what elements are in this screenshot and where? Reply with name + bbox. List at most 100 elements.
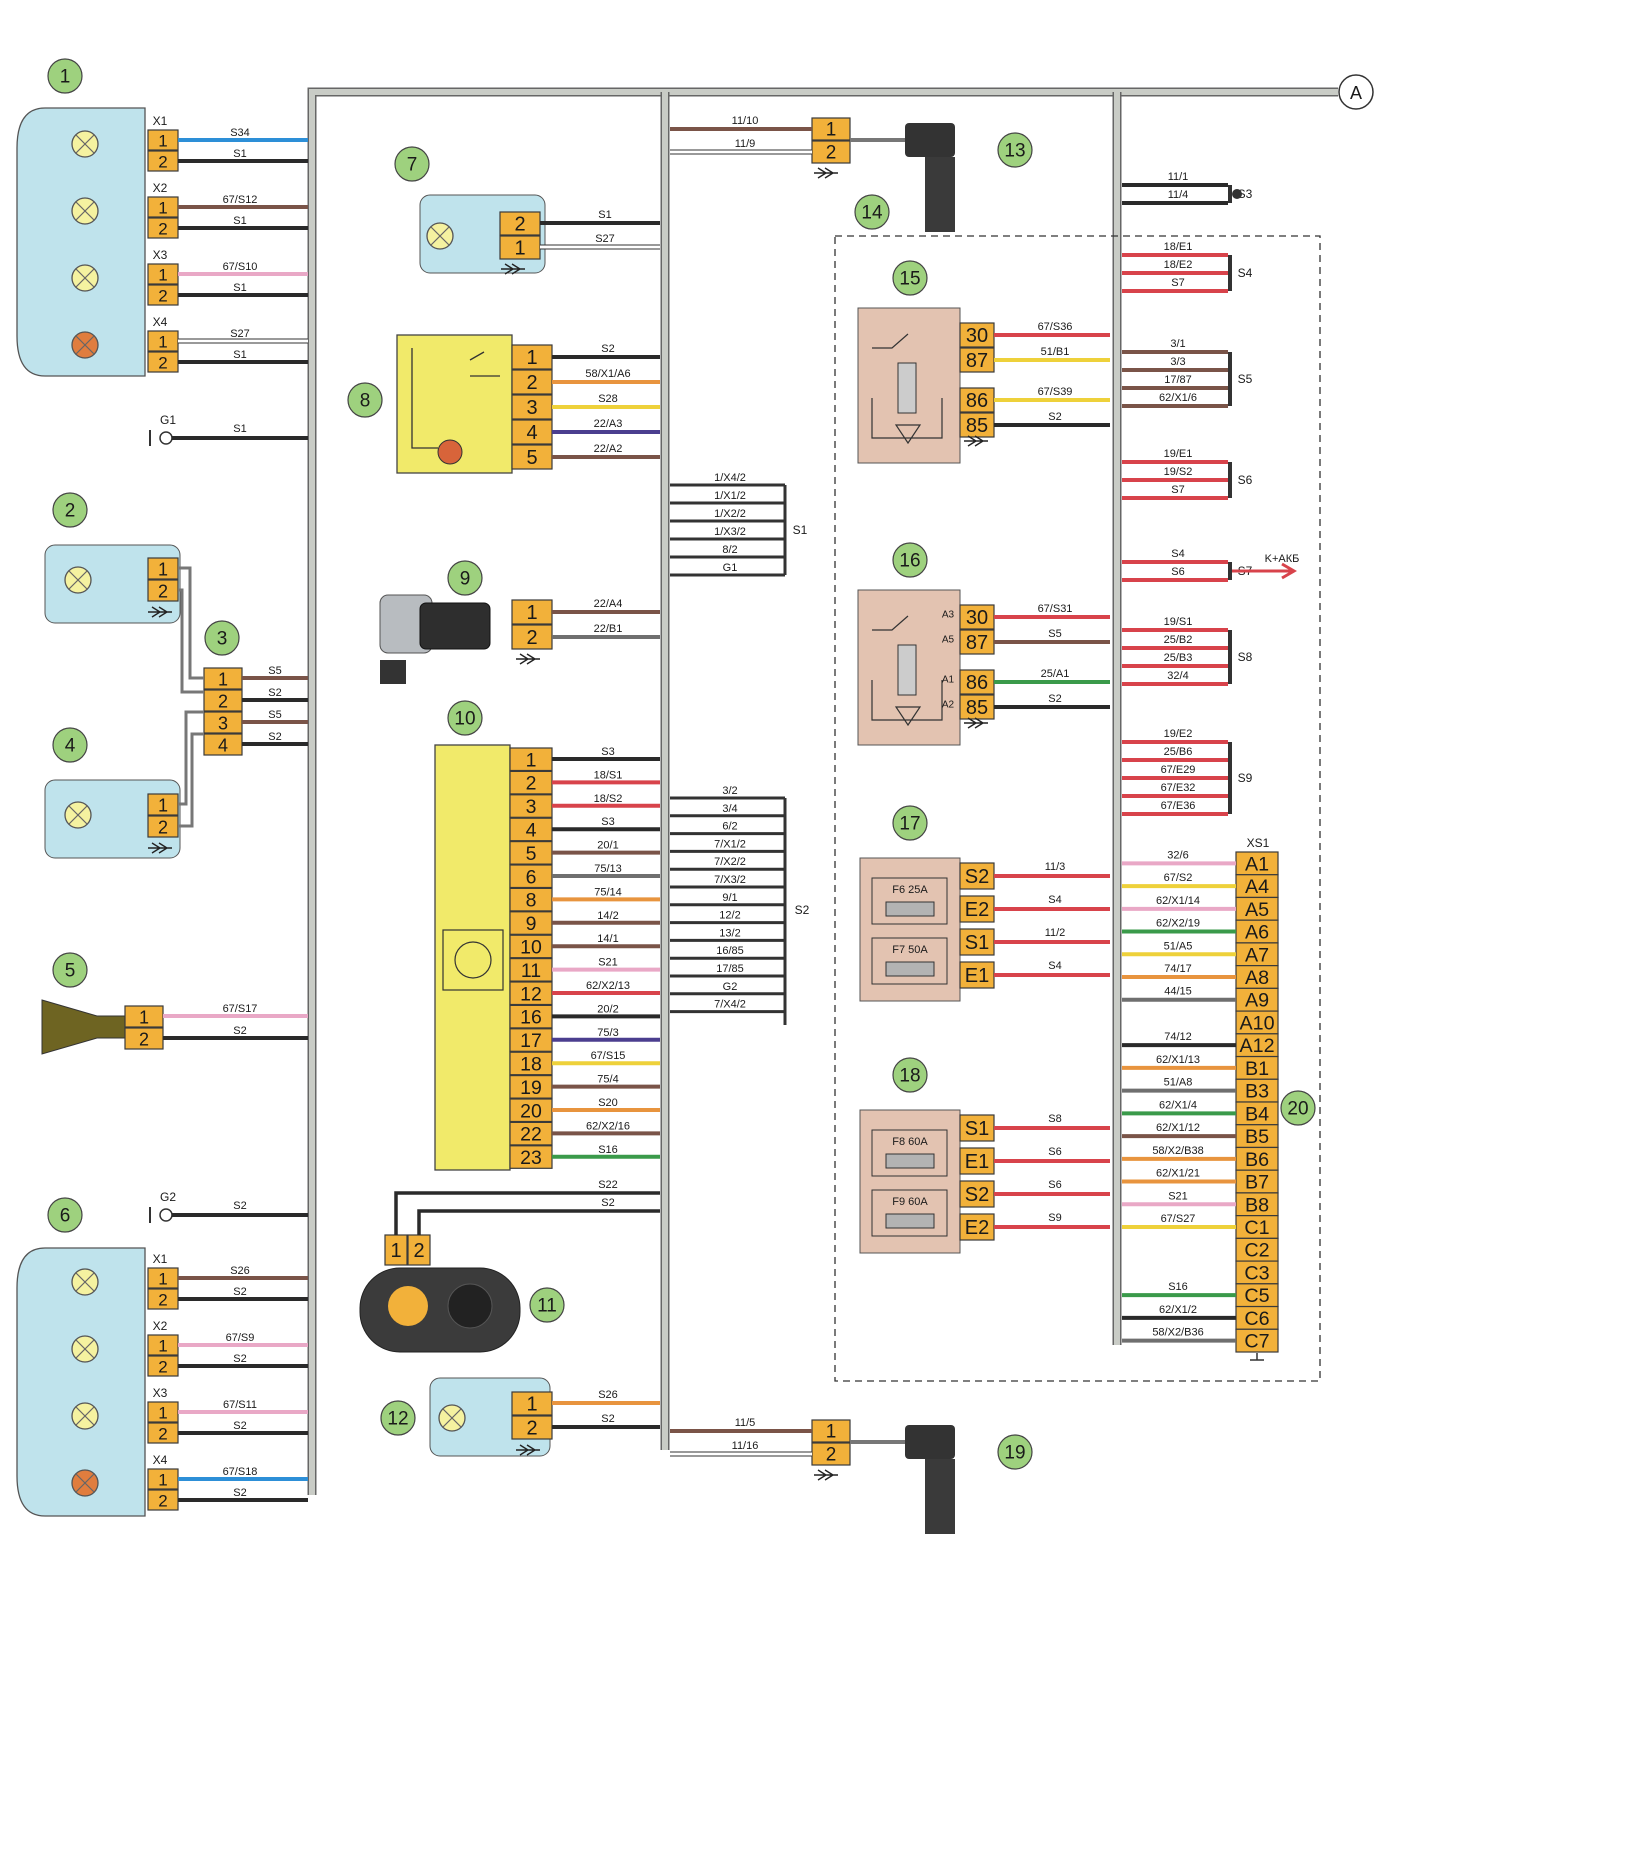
connector-pin-label: 86 <box>966 390 988 412</box>
connector-pin-label: 1 <box>158 132 167 151</box>
plug-mark <box>814 1469 838 1481</box>
callout-number: 13 <box>1004 141 1025 162</box>
wire-label: 67/S9 <box>226 1332 255 1344</box>
wire-label: S27 <box>595 233 615 245</box>
wire-label: 22/B1 <box>594 623 623 635</box>
wire-label: G1 <box>723 562 738 574</box>
wire-label: S2 <box>1048 411 1061 423</box>
relay-schematic <box>871 333 943 445</box>
callout-number: 18 <box>899 1066 920 1087</box>
wire-label: 58/X2/B36 <box>1152 1327 1203 1339</box>
sensor-icon <box>905 123 955 157</box>
xs1-pin-label: B7 <box>1245 1172 1269 1194</box>
wire-label: 6/2 <box>722 821 737 833</box>
connector-pin-label: S2 <box>965 866 989 888</box>
wire-label: 1/X3/2 <box>714 526 746 538</box>
connector-pin <box>959 1180 995 1208</box>
connector-pin-label: E1 <box>965 965 989 987</box>
connector-pin <box>959 961 995 989</box>
wire-label: 67/E32 <box>1161 782 1196 794</box>
xs1-pin-label: B8 <box>1245 1194 1269 1216</box>
callout-11 <box>529 1287 565 1323</box>
wire-label: 51/B1 <box>1041 346 1070 358</box>
connector-pin-label: 9 <box>526 913 537 935</box>
connector-pin-label: 2 <box>158 1358 167 1377</box>
callout-19 <box>997 1434 1033 1470</box>
connector-pin-label: 19 <box>520 1077 542 1099</box>
fuse-block-18 <box>859 1109 961 1254</box>
wire-label: S6 <box>1048 1179 1061 1191</box>
wire-label: 62/X1/14 <box>1156 895 1200 907</box>
wire-label: S4 <box>1171 548 1184 560</box>
transistor-icon <box>442 929 504 991</box>
wire-label: 18/S1 <box>594 769 623 781</box>
lamp-cross <box>68 805 88 825</box>
connector-pin-label: 1 <box>526 749 537 771</box>
wire-label: S2 <box>268 687 281 699</box>
callout-number: 8 <box>360 391 371 412</box>
callout-number: 1 <box>60 67 71 88</box>
plug-mark <box>964 435 988 447</box>
relay-coil-icon <box>897 362 917 414</box>
connector-pin-label: 10 <box>520 936 542 958</box>
wire-label: 19/E1 <box>1164 448 1193 460</box>
wire-label: 62/X1/2 <box>1159 1304 1197 1316</box>
connector-pin-label: 1 <box>158 266 167 285</box>
connector-pin-label: 1 <box>526 347 537 369</box>
lamp-cross <box>68 570 88 590</box>
wire-label: 75/3 <box>597 1027 618 1039</box>
connector-pin-label: 2 <box>826 143 837 164</box>
callout-number: 4 <box>65 736 76 757</box>
connector-pin <box>959 895 995 923</box>
wire-label: 67/S31 <box>1038 603 1073 615</box>
callout-12 <box>380 1400 416 1436</box>
wire-label: S7 <box>1171 277 1184 289</box>
xs1-label: XS1 <box>1247 836 1270 850</box>
connector-pin-label: 2 <box>526 773 537 795</box>
wire-label: S2 <box>1048 693 1061 705</box>
xs1-pin-label: C6 <box>1244 1308 1269 1330</box>
wire-label: S20 <box>598 1097 618 1109</box>
wire-label: S34 <box>230 127 250 139</box>
relay-terminal: A3 <box>942 610 955 621</box>
wire-label: 14/2 <box>597 910 618 922</box>
connector-pin-label: E1 <box>965 1151 989 1173</box>
wire-label: 11/1 <box>1168 171 1189 183</box>
splice-label: S5 <box>1238 372 1253 386</box>
wire-label: 62/X2/19 <box>1156 918 1200 930</box>
connector-pin-label: 3 <box>218 714 228 734</box>
connector-pin-label: 1 <box>158 1471 167 1490</box>
xs1-pin-label: A7 <box>1245 944 1269 966</box>
harness-bundle-main-fill <box>309 89 1338 1495</box>
wire-label: 16/85 <box>716 945 744 957</box>
connector-pin-label: 2 <box>514 214 525 236</box>
wire-label: 17/85 <box>716 963 744 975</box>
wire-label: 51/A8 <box>1164 1077 1193 1089</box>
connector-pin-label: 1 <box>158 199 167 218</box>
connector-pin-label: 4 <box>218 736 228 756</box>
connector-pin-label: 2 <box>158 582 168 602</box>
wire-label: 3/3 <box>1170 356 1185 368</box>
connector-pin-label: 87 <box>966 350 988 372</box>
connector-pin <box>511 444 553 470</box>
connector-pin-label: 2 <box>158 354 167 373</box>
fuse-frame <box>871 1129 948 1177</box>
socket-label: X4 <box>153 315 168 329</box>
xs1-pin-label: C2 <box>1244 1240 1269 1262</box>
motor-icon <box>437 439 463 465</box>
plug-mark <box>516 1444 540 1456</box>
wire-label: 67/S39 <box>1038 386 1073 398</box>
plug-mark <box>148 606 172 618</box>
callout-number: 10 <box>454 709 475 730</box>
callout-9 <box>447 560 483 596</box>
wire-label: 11/3 <box>1045 861 1066 873</box>
wire-label: S6 <box>1171 566 1184 578</box>
wire-label: S21 <box>1168 1190 1188 1202</box>
wire-label: 19/E2 <box>1164 728 1193 740</box>
relay-terminal: A5 <box>942 635 955 646</box>
callout-15 <box>892 260 928 296</box>
xs1-pin-label: B1 <box>1245 1058 1269 1080</box>
xs1-pin-label: B3 <box>1245 1081 1269 1103</box>
wire-label: 1/X4/2 <box>714 472 746 484</box>
wire-label: S4 <box>1048 960 1061 972</box>
